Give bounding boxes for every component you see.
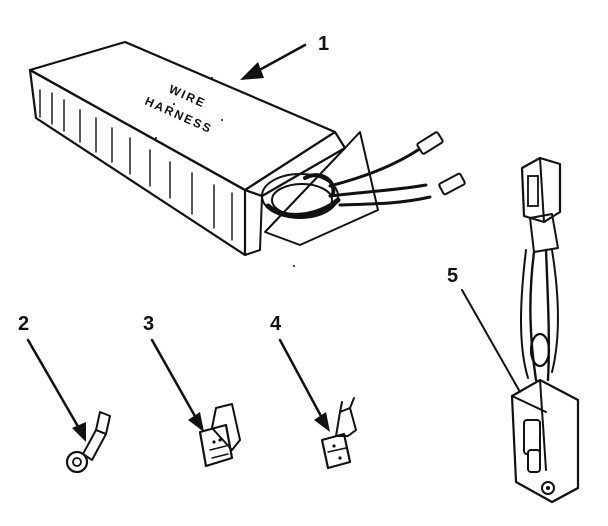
callout-5: 5 <box>447 265 521 393</box>
callout-4: 4 <box>270 313 330 432</box>
callout-2-number: 2 <box>18 313 29 335</box>
flag-terminal <box>198 403 241 468</box>
print-specks <box>155 77 295 267</box>
harness-terminal-upper <box>416 131 444 155</box>
callout-3-number: 3 <box>143 313 154 335</box>
box-front-shading <box>39 89 233 241</box>
callout-1: 1 <box>240 33 329 80</box>
harness-terminal-lower <box>438 172 466 196</box>
callout-5-number: 5 <box>447 265 458 287</box>
callout-3: 3 <box>143 313 204 432</box>
callout-1-number: 1 <box>318 33 329 55</box>
callout-4-number: 4 <box>270 313 282 335</box>
connector-lead-assembly <box>510 156 580 504</box>
spade-terminal <box>320 397 357 470</box>
callout-2: 2 <box>18 313 86 442</box>
ring-terminal <box>65 411 111 474</box>
